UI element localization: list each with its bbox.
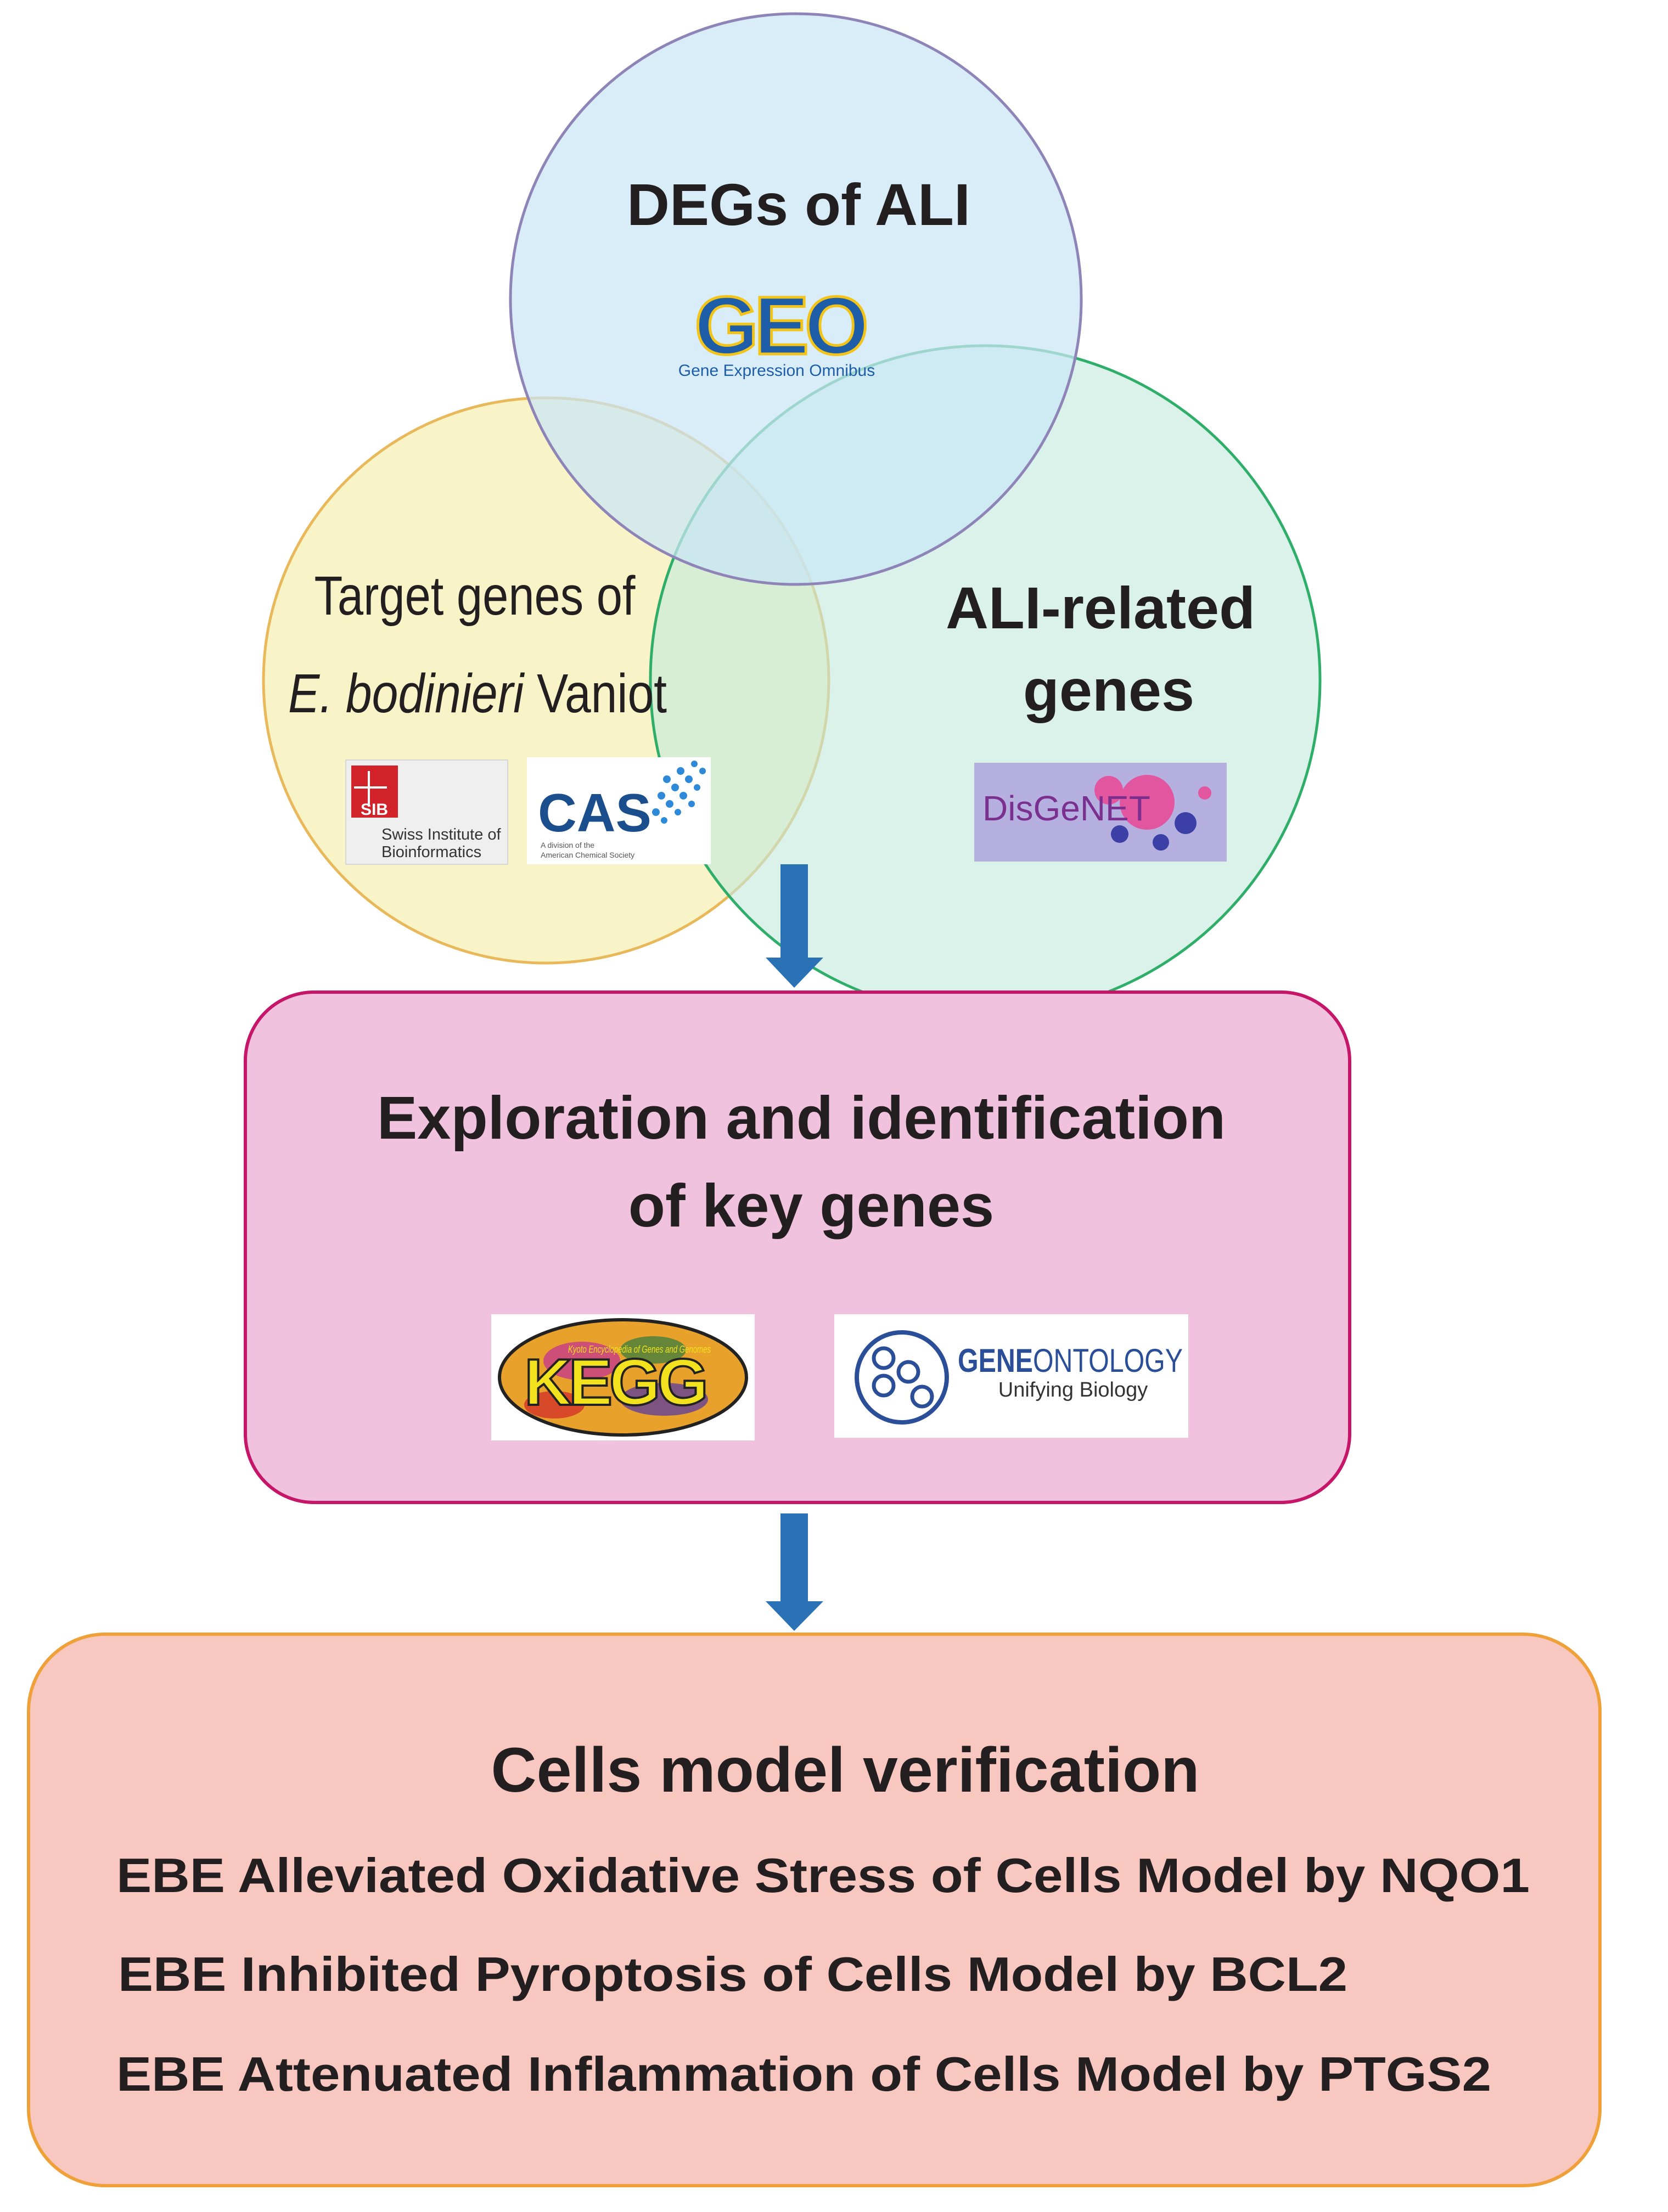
cells-box bbox=[27, 1633, 1602, 2187]
arrow-down-icon bbox=[766, 864, 823, 988]
geo-logo-word: GEO bbox=[694, 279, 866, 372]
sib-logo-caption-line2: Bioinformatics bbox=[381, 843, 481, 861]
cells-item-1: EBE Alleviated Oxidative Stress of Cells… bbox=[116, 1848, 1530, 1903]
disgenet-logo-word: DisGeNET bbox=[982, 789, 1150, 828]
cas-logo-caption-line2: American Chemical Society bbox=[541, 851, 634, 859]
target-title-line1: Target genes of bbox=[314, 565, 636, 627]
kegg-logo-caption: Kyoto Encyclopedia of Genes and Genomes bbox=[568, 1344, 711, 1355]
disgenet-logo: DisGeNET bbox=[974, 763, 1227, 862]
species-name-rest: Vaniot bbox=[524, 663, 667, 724]
geo-logo-caption: Gene Expression Omnibus bbox=[678, 362, 875, 380]
species-name-italic: E. bodinieri bbox=[288, 663, 525, 724]
cells-item-2: EBE Inhibited Pyroptosis of Cells Model … bbox=[118, 1947, 1347, 2001]
cells-title: Cells model verification bbox=[491, 1735, 1200, 1805]
gene-ontology-word-light: ONTOLOGY bbox=[1033, 1342, 1183, 1379]
cas-logo-caption-line1: A division of the bbox=[541, 841, 594, 849]
kegg-logo-word: KEGG bbox=[524, 1346, 705, 1419]
kegg-logo: KEGG Kyoto Encyclopedia of Genes and Gen… bbox=[491, 1314, 755, 1440]
geo-logo: GEO Gene Expression Omnibus bbox=[678, 278, 875, 380]
sib-logo-word: SIB bbox=[361, 801, 388, 819]
geo-circle-title: DEGs of ALI bbox=[627, 171, 970, 238]
exploration-title-line2: of key genes bbox=[628, 1172, 994, 1240]
arrow-down-icon bbox=[766, 1513, 823, 1631]
cells-item-3: EBE Attenuated Inflammation of Cells Mod… bbox=[116, 2047, 1491, 2101]
ali-title-line2: genes bbox=[1023, 657, 1194, 723]
cas-logo: CAS A division of the American Chemical … bbox=[527, 757, 711, 864]
ali-title-line1: ALI-related bbox=[946, 575, 1255, 641]
gene-ontology-word: GENEONTOLOGY bbox=[958, 1342, 1183, 1379]
sib-logo-caption-line1: Swiss Institute of bbox=[381, 826, 502, 843]
target-title-line2: E. bodinieri Vaniot bbox=[288, 663, 667, 724]
exploration-title-line1: Exploration and identification bbox=[377, 1084, 1226, 1152]
sib-logo: SIB Swiss Institute of Bioinformatics bbox=[345, 759, 508, 865]
gene-ontology-caption: Unifying Biology bbox=[998, 1378, 1148, 1402]
venn-circle-geo bbox=[509, 12, 1083, 586]
gene-ontology-logo: GENEONTOLOGY Unifying Biology bbox=[834, 1314, 1188, 1438]
cas-logo-dots-icon bbox=[652, 761, 706, 824]
gene-ontology-word-bold: GENE bbox=[958, 1342, 1033, 1379]
cas-logo-word: CAS bbox=[538, 783, 652, 843]
